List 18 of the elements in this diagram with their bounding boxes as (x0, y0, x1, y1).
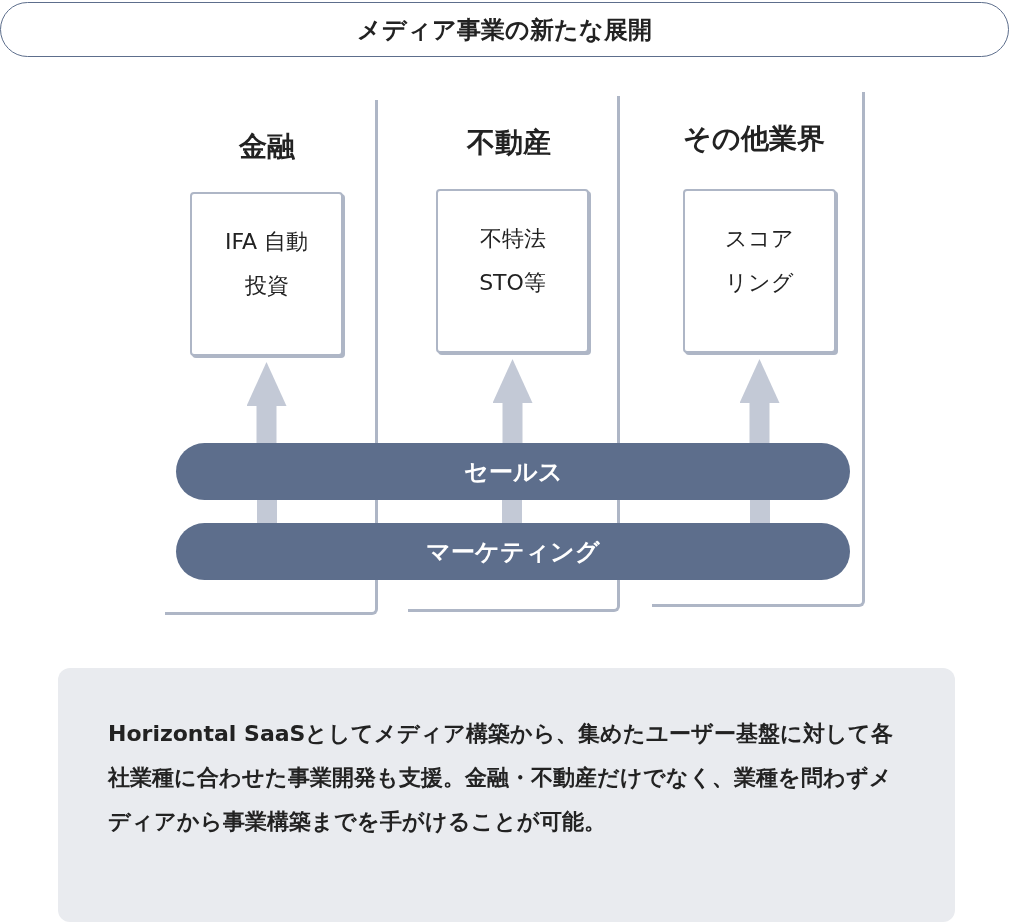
column-heading: 不動産 (466, 125, 552, 161)
bar-label: セールス (463, 456, 563, 488)
column-heading: 金融 (237, 129, 296, 165)
service-box (683, 189, 836, 353)
arrow (492, 359, 533, 443)
service-label: 不特法 STO等 (478, 225, 547, 297)
bar-label: マーケティング (426, 536, 600, 568)
description-text: Horizontal SaaSとしてメディア構築から、集めたユーザー基盤に対して各社業種に合わせた事業開発も支援。金融・不動産だけでなく、業種を問わずメディアから事業構築までを手がけることが可能。 (108, 720, 895, 836)
sales-bar (176, 443, 850, 500)
title-text: メディア事業の新たな展開 (357, 14, 652, 46)
service-label: スコアリング (724, 225, 795, 297)
arrow (739, 359, 780, 443)
service-box (436, 189, 589, 353)
service-box (190, 192, 343, 356)
column-heading: その他業界 (681, 121, 826, 157)
arrow (246, 362, 287, 443)
marketing-bar (176, 523, 850, 580)
service-label: IFA 自動投資 (223, 228, 310, 300)
